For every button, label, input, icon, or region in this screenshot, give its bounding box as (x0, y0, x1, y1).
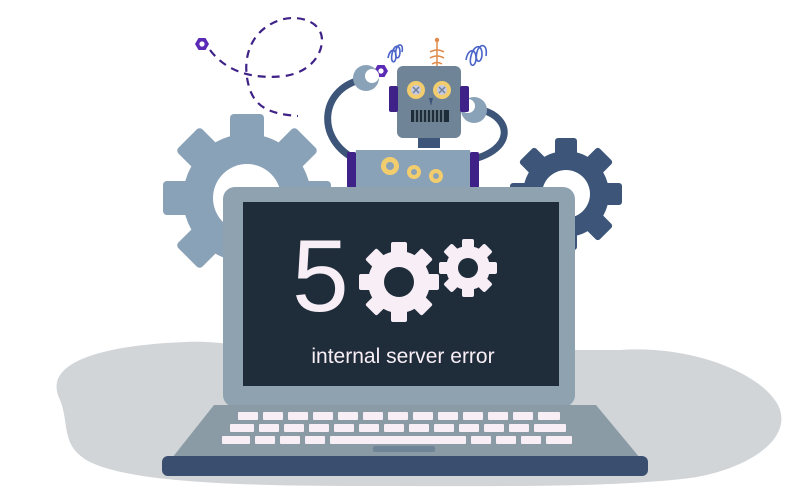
touchpad (373, 446, 435, 452)
robot-illustration (324, 37, 508, 192)
gear-icon (359, 242, 439, 322)
spring-icon (387, 44, 404, 63)
hex-nut-icon (195, 38, 209, 50)
laptop-base (162, 456, 648, 476)
spring-icon (465, 44, 488, 67)
keyboard-keys (222, 412, 572, 444)
gear-icon (439, 239, 497, 297)
error-message: internal server error (311, 345, 495, 368)
error-code-digit: 5 (292, 219, 349, 333)
dashed-swirl (209, 16, 324, 118)
